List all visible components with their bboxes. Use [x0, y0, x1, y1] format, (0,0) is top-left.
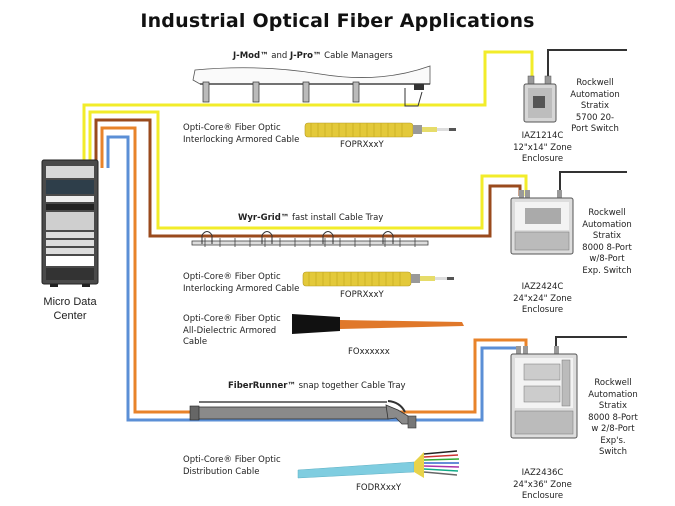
cable-part-number-1: FOPRXxxY: [340, 140, 384, 150]
wyrgrid-tray-label: Wyr-Grid™ fast install Cable Tray: [238, 213, 384, 223]
cable-name-line: Opti-Core® Fiber Optic: [183, 455, 281, 465]
cable-label-4: Opti-Core® Fiber Optic Distribution Cabl…: [183, 455, 281, 478]
black-cable-3: [555, 336, 627, 352]
switch-label-2: Rockwell Automation Stratix 8000 8-Port …: [572, 208, 642, 277]
micro-data-center-rack: [41, 159, 99, 287]
cable-label-3: Opti-Core® Fiber Optic All-Dielectric Ar…: [183, 314, 281, 349]
switch-label-line: w 2/8-Port: [591, 424, 635, 434]
micro-data-center-label: Micro Data Center: [30, 295, 110, 323]
cable-label-1: Opti-Core® Fiber Optic Interlocking Armo…: [183, 123, 299, 146]
switch-label-3: Rockwell Automation Stratix 8000 8-Port …: [578, 378, 648, 459]
enclosure-iaz2424c: [510, 190, 574, 255]
cable-part-number-3: FOxxxxxx: [348, 347, 390, 357]
enclosure-label-2: IAZ2424C 24"x24" Zone Enclosure: [495, 282, 590, 317]
fiberrunner-cable-tray: [189, 400, 417, 429]
enclosure-iaz1214c: [523, 75, 557, 123]
jmod-cable-manager: [192, 65, 431, 107]
jmod-tray-label: J-Mod™ and J-Pro™ Cable Managers: [233, 51, 393, 61]
switch-label-line: Automation: [582, 219, 632, 230]
cable-part-number-2: FOPRXxxY: [340, 290, 384, 300]
wyrgrid-cable-tray: [191, 231, 429, 247]
page-title: Industrial Optical Fiber Applications: [140, 10, 535, 32]
distribution-cable-image: [297, 450, 460, 479]
mdc-label-line: Center: [53, 310, 87, 322]
brown-cable-route: [94, 118, 522, 238]
switch-label-line: 8000 8-Port: [588, 412, 638, 423]
enclosure-part-number: IAZ1214C: [521, 131, 564, 141]
enclosure-size: 24"x24" Zone Enclosure: [513, 293, 572, 316]
enclosure-part-number: IAZ2424C: [521, 282, 564, 292]
black-cable-2: [559, 171, 627, 196]
switch-label-line: Stratix: [592, 231, 622, 241]
cable-name-line: Distribution Cable: [183, 466, 260, 477]
enclosure-size: 24"x36" Zone Enclosure: [513, 479, 572, 502]
cable-name-line: All-Dielectric Armored: [183, 325, 277, 336]
switch-label-line: 5700 20-: [575, 112, 615, 123]
cable-name-line: Opti-Core® Fiber Optic: [183, 314, 281, 324]
switch-label-line: Rockwell: [594, 378, 632, 388]
switch-label-line: Stratix: [598, 401, 628, 411]
yellow-cable-route-2: [88, 110, 528, 230]
cable-name-line: Opti-Core® Fiber Optic: [183, 272, 281, 282]
switch-label-line: Automation: [570, 89, 620, 100]
switch-label-line: Rockwell: [576, 78, 614, 88]
switch-label-line: w/8-Port: [589, 254, 625, 264]
black-cable-1: [547, 49, 627, 82]
dielectric-cable-image: [292, 314, 464, 334]
blue-cable-route: [106, 135, 521, 422]
cable-label-2: Opti-Core® Fiber Optic Interlocking Armo…: [183, 272, 299, 295]
switch-label-line: Port Switch: [571, 124, 619, 134]
switch-label-line: Rockwell: [588, 208, 626, 218]
armored-cable-image-2: [302, 271, 454, 287]
enclosure-part-number: IAZ2436C: [521, 468, 564, 478]
cable-part-number-4: FODRXxxY: [356, 483, 402, 493]
orange-cable-route: [100, 126, 528, 414]
mdc-label-line: Micro Data: [43, 296, 97, 308]
cable-name-line: Opti-Core® Fiber Optic: [183, 123, 281, 133]
cable-name-line: Cable: [183, 337, 208, 347]
switch-label-line: Exp's.: [600, 435, 626, 446]
fiberrunner-tray-label: FiberRunner™ snap together Cable Tray: [228, 381, 406, 391]
switch-label-line: Exp. Switch: [582, 265, 632, 276]
armored-cable-image-1: [304, 122, 456, 138]
switch-label-line: Stratix: [580, 101, 610, 111]
switch-label-line: Switch: [598, 447, 628, 457]
cable-name-line: Interlocking Armored Cable: [183, 283, 300, 294]
enclosure-size: 12"x14" Zone Enclosure: [513, 142, 572, 165]
enclosure-iaz2436c: [510, 346, 578, 439]
switch-label-1: Rockwell Automation Stratix 5700 20- Por…: [560, 78, 630, 136]
cable-name-line: Interlocking Armored Cable: [183, 134, 300, 145]
enclosure-label-1: IAZ1214C 12"x14" Zone Enclosure: [495, 131, 590, 166]
yellow-cable-route-1: [82, 50, 534, 168]
enclosure-label-3: IAZ2436C 24"x36" Zone Enclosure: [495, 468, 590, 503]
switch-label-line: Automation: [588, 389, 638, 400]
switch-label-line: 8000 8-Port: [582, 242, 632, 253]
